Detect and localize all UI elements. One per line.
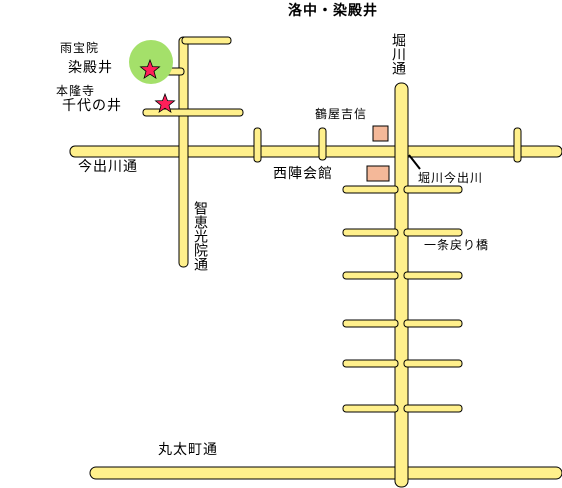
honryuji-label: 本隆寺 xyxy=(56,84,96,98)
side-street-11[interactable] xyxy=(403,359,463,368)
map-title: 洛中・染殿井 xyxy=(288,3,378,19)
star-icon[interactable] xyxy=(139,58,161,80)
horikawa-street-label: 堀川通 xyxy=(390,33,406,75)
side-street-10[interactable] xyxy=(403,319,463,328)
someidono-label: 染殿井 xyxy=(68,60,113,76)
side-street-2[interactable] xyxy=(342,228,399,237)
ichijo-label: 一条戻り橋 xyxy=(424,238,490,252)
branch-road-chiyonoi[interactable] xyxy=(142,108,244,117)
ukyoin-label: 雨宝院 xyxy=(60,41,100,55)
side-street-6[interactable] xyxy=(342,404,399,413)
horikawa-imadegawa-label: 堀川今出川 xyxy=(418,171,484,185)
imadegawa-stub-2[interactable] xyxy=(318,127,327,161)
imadegawa-street-label: 今出川通 xyxy=(78,159,138,175)
side-street-5[interactable] xyxy=(342,359,399,368)
imadegawa-stub-1[interactable] xyxy=(253,127,262,163)
side-street-9[interactable] xyxy=(403,271,463,280)
marutamachi-street-label: 丸太町通 xyxy=(158,442,218,458)
side-street-12[interactable] xyxy=(403,404,463,413)
roads xyxy=(69,36,562,488)
chiekoin-street-label: 智恵光院通 xyxy=(192,201,208,271)
marutamachi-road[interactable] xyxy=(89,466,562,480)
chiyonoi-label: 千代の井 xyxy=(62,98,122,114)
side-street-3[interactable] xyxy=(342,271,399,280)
imadegawa-road[interactable] xyxy=(69,145,562,158)
tsuruya-label: 鶴屋吉信 xyxy=(315,107,368,121)
branch-road-top[interactable] xyxy=(181,36,232,45)
building-icon[interactable] xyxy=(366,165,390,182)
side-street-7[interactable] xyxy=(403,185,463,194)
building-icon[interactable] xyxy=(372,125,389,142)
side-street-4[interactable] xyxy=(342,319,399,328)
imadegawa-stub-3[interactable] xyxy=(513,127,522,163)
nishijin-label: 西陣会館 xyxy=(273,166,333,182)
side-street-1[interactable] xyxy=(342,185,399,194)
star-icon[interactable] xyxy=(154,92,176,114)
side-street-8[interactable] xyxy=(403,228,463,237)
horikawa-road[interactable] xyxy=(394,82,409,488)
pointer-line xyxy=(408,154,421,170)
